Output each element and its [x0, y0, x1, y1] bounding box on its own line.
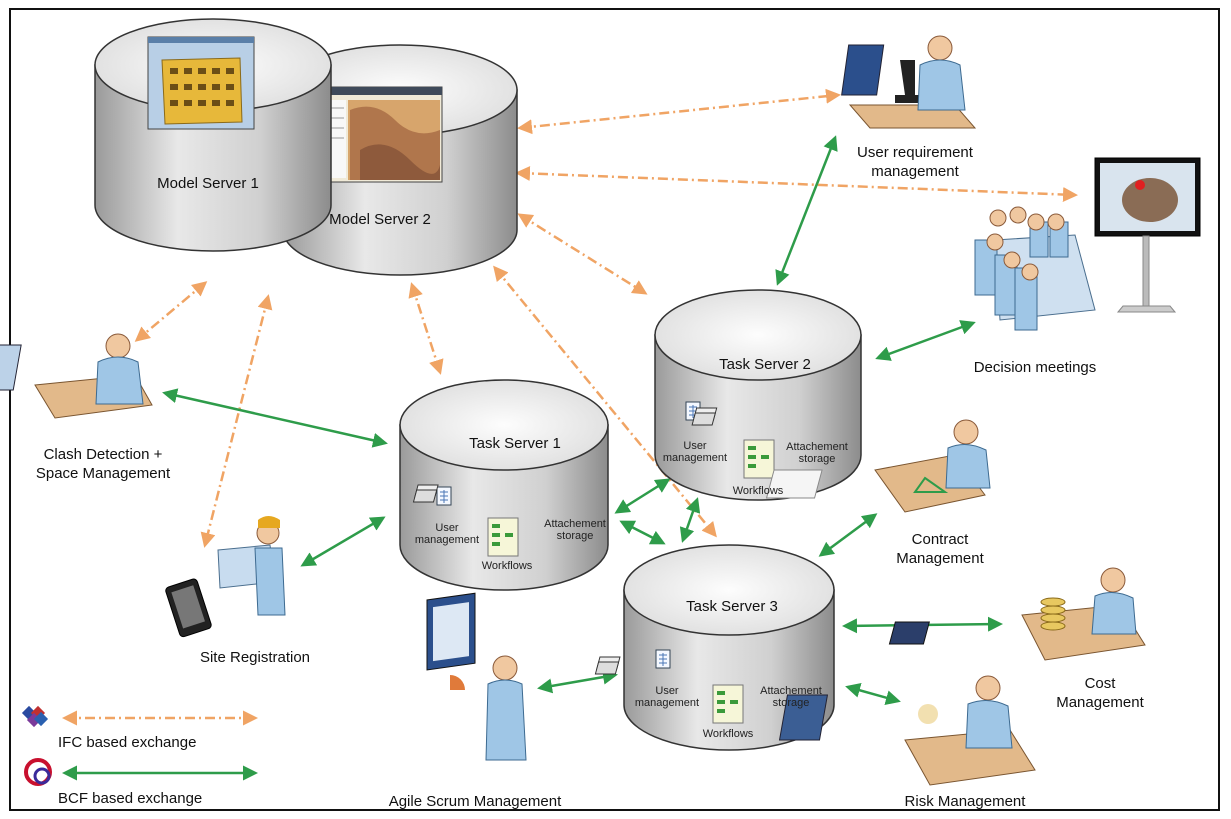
legend-ifc-label: IFC based exchange	[58, 734, 197, 751]
decision-meeting-actor-icon	[974, 206, 1096, 331]
bcf-link-site-ts1	[300, 516, 386, 567]
building-model-image	[147, 36, 255, 130]
agile-scrum-actor-icon	[426, 592, 527, 761]
ifc-link-ms-ts2	[517, 213, 648, 295]
bcf-link-ts3-contract	[818, 513, 878, 557]
risk-management-actor-icon	[778, 675, 1036, 786]
task-server-3-modules	[594, 649, 744, 724]
bcf-link-ts1-ts2	[614, 478, 671, 514]
ts2-attachment-storage-label: Attachement storage	[786, 441, 848, 465]
bcf-link-ts2-user-requirement	[775, 135, 838, 286]
user-requirement-actor-icon	[841, 35, 977, 129]
user-requirement-label: User requirement management	[857, 144, 973, 180]
attachment-storage-stack-icon	[691, 407, 718, 426]
workflow-flowchart-icon	[487, 517, 519, 557]
bcf-link-agile-ts3	[537, 669, 618, 694]
user-management-document-icon	[655, 649, 671, 669]
site-registration-label: Site Registration	[199, 649, 311, 666]
attachment-storage-stack-icon	[594, 656, 621, 675]
user-management-document-icon	[436, 486, 452, 506]
bcf-link-ts3-risk	[845, 683, 901, 705]
ifc-link-ms-site	[200, 294, 273, 548]
attachment-storage-stack-icon	[412, 484, 439, 503]
ifc-link-ms-ts1	[408, 282, 444, 375]
map-screenshot-image	[317, 86, 443, 183]
ifc-link-ms-decision-screen	[515, 165, 1078, 203]
bcf-link-ts2-decision	[875, 320, 976, 361]
cost-management-label: Cost Management	[1056, 675, 1144, 711]
agile-scrum-label: Agile Scrum Management	[388, 793, 562, 810]
ifc-link-ms-ts3	[493, 265, 717, 538]
cost-management-actor-icon	[888, 567, 1146, 661]
workflow-flowchart-icon	[743, 439, 775, 479]
ifc-logo-icon	[21, 705, 49, 728]
model-server-1-cylinder	[94, 18, 332, 252]
contract-management-label: Contract Management	[896, 531, 984, 567]
risk-management-label: Risk Management	[904, 793, 1026, 810]
ts1-user-management-label: User management	[414, 522, 480, 546]
clash-detection-label: Clash Detection + Space Management	[35, 446, 171, 482]
task-server-1-label: Task Server 1	[469, 435, 561, 452]
bcf-logo-icon	[24, 758, 52, 786]
contract-management-actor-icon	[765, 419, 991, 513]
ts3-user-management-label: User management	[634, 685, 700, 709]
ts2-workflows-label: Workflows	[732, 485, 784, 497]
model-server-2-cylinder	[282, 44, 518, 276]
task-server-3-cylinder	[623, 544, 835, 751]
model-server-1-label: Model Server 1	[157, 175, 259, 192]
ts1-attachment-storage-label: Attachement storage	[544, 518, 606, 542]
task-server-2-cylinder	[654, 289, 862, 501]
ts2-user-management-label: User management	[662, 440, 728, 464]
bcf-link-clash-ts1	[162, 388, 388, 448]
ts3-workflows-label: Workflows	[702, 728, 754, 740]
ifc-link-ms-user-requirement	[517, 88, 841, 135]
bcf-link-ts1-ts3	[619, 520, 666, 545]
workflow-flowchart-icon	[712, 684, 744, 724]
task-server-2-label: Task Server 2	[719, 356, 811, 373]
task-server-1-cylinder	[399, 379, 609, 591]
decision-meetings-label: Decision meetings	[973, 359, 1097, 376]
ifc-link-ms-clash	[134, 281, 208, 342]
legend-graphics	[21, 705, 258, 786]
site-registration-actor-icon	[165, 516, 286, 638]
ts3-attachment-storage-label: Attachement storage	[760, 685, 822, 709]
ts1-workflows-label: Workflows	[481, 560, 533, 572]
task-server-3-label: Task Server 3	[686, 598, 778, 615]
model-server-2-label: Model Server 2	[329, 211, 431, 228]
diagram-frame	[9, 8, 1220, 811]
task-server-2-modules	[685, 401, 775, 479]
clash-detection-actor-icon	[0, 333, 153, 419]
task-server-1-modules	[412, 484, 519, 557]
bcf-link-ts2-ts3	[679, 497, 701, 543]
legend-bcf-label: BCF based exchange	[58, 790, 203, 807]
decision-screen-icon	[1094, 157, 1201, 313]
